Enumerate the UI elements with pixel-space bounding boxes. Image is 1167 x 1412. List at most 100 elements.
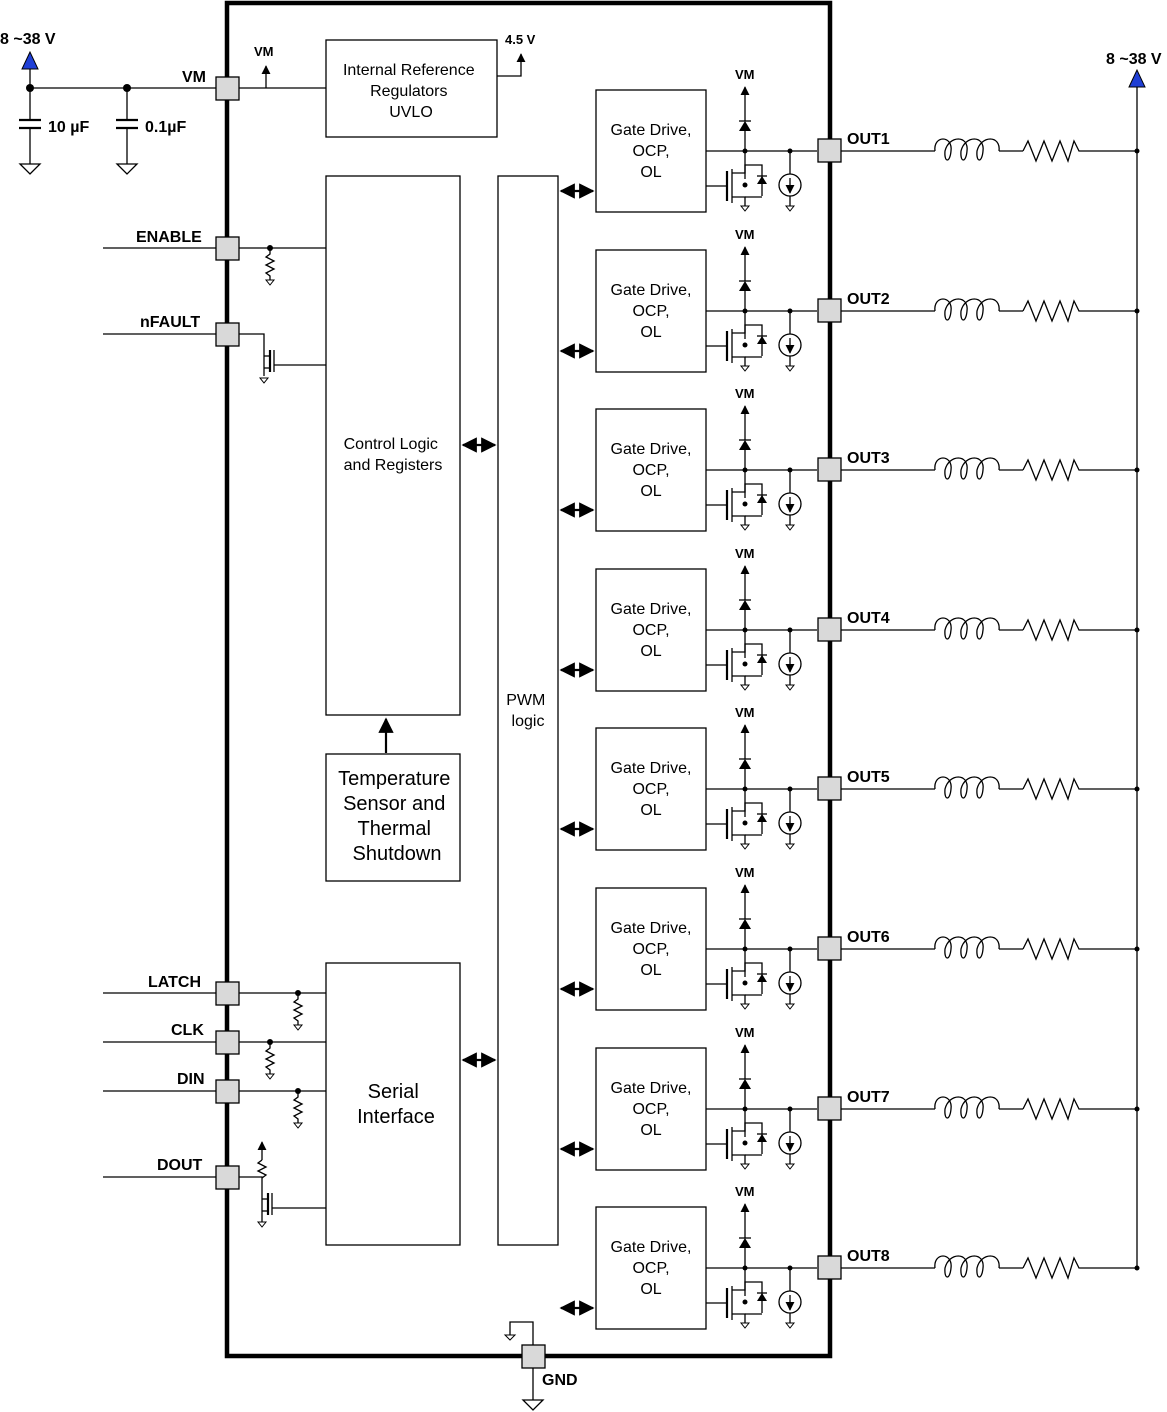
low-side-fet-icon bbox=[706, 1281, 767, 1329]
pin-dout-label: DOUT bbox=[157, 1157, 203, 1174]
low-side-fet-icon bbox=[706, 164, 767, 212]
pin-out[interactable] bbox=[817, 138, 842, 163]
channel-vm-label: VM bbox=[735, 546, 755, 561]
temperature-block bbox=[325, 753, 461, 882]
current-source-icon bbox=[778, 1109, 802, 1170]
pin-out-label: OUT7 bbox=[847, 1089, 890, 1106]
serial-interface-block bbox=[325, 962, 461, 1246]
inductor-icon bbox=[934, 1255, 1000, 1278]
reg-out-label: 4.5 V bbox=[505, 32, 536, 47]
pin-nfault[interactable] bbox=[215, 322, 240, 347]
gate-drive-text: Gate Drive,OCP,OL bbox=[611, 1239, 692, 1298]
internal-vm-label: VM bbox=[254, 44, 274, 59]
pin-out-label: OUT8 bbox=[847, 1248, 890, 1265]
inductor-icon bbox=[934, 298, 1000, 321]
supply-voltage-right: 8 ~38 V bbox=[1106, 51, 1162, 68]
low-side-fet-icon bbox=[706, 962, 767, 1010]
current-source-icon bbox=[778, 789, 802, 850]
load-resistor-icon bbox=[1022, 777, 1137, 801]
load-resistor-icon bbox=[1022, 139, 1137, 163]
load-resistor-icon bbox=[1022, 458, 1137, 482]
supply-arrow-right bbox=[1128, 68, 1146, 88]
pin-out[interactable] bbox=[817, 457, 842, 482]
pin-din[interactable] bbox=[215, 1079, 240, 1104]
gate-drive-block bbox=[595, 887, 707, 1011]
gate-drive-block bbox=[595, 568, 707, 692]
ground-icon bbox=[115, 163, 139, 175]
pin-vm bbox=[215, 76, 240, 101]
pin-out[interactable] bbox=[817, 776, 842, 801]
low-side-fet-icon bbox=[706, 483, 767, 531]
pin-out[interactable] bbox=[817, 1255, 842, 1280]
current-source-icon bbox=[778, 470, 802, 531]
gate-drive-block bbox=[595, 249, 707, 373]
cap2-label: 0.1µF bbox=[145, 119, 186, 136]
pin-latch[interactable] bbox=[215, 981, 240, 1006]
pin-out[interactable] bbox=[817, 298, 842, 323]
pin-latch-label: LATCH bbox=[148, 974, 201, 991]
low-side-fet-icon bbox=[706, 1122, 767, 1170]
gate-drive-text: Gate Drive,OCP,OL bbox=[611, 760, 692, 819]
pin-din-label: DIN bbox=[177, 1071, 205, 1088]
ground-icon bbox=[18, 163, 42, 175]
reference-text: Internal Reference Regulators UVLO bbox=[343, 62, 479, 121]
control-logic-text: Control Logic and Registers bbox=[344, 436, 443, 474]
capacitor-0-1uf bbox=[115, 88, 139, 175]
pin-enable-label: ENABLE bbox=[136, 229, 202, 246]
pwm-logic-text: PWM logic bbox=[506, 692, 550, 730]
gate-drive-text: Gate Drive,OCP,OL bbox=[611, 282, 692, 341]
channel-vm-label: VM bbox=[735, 705, 755, 720]
current-source-icon bbox=[778, 311, 802, 372]
pin-out-label: OUT2 bbox=[847, 291, 890, 308]
gate-drive-text: Gate Drive,OCP,OL bbox=[611, 601, 692, 660]
supply-voltage-left: 8 ~38 V bbox=[0, 31, 56, 48]
gate-drive-text: Gate Drive,OCP,OL bbox=[611, 920, 692, 979]
pin-out[interactable] bbox=[817, 936, 842, 961]
output-channel: Gate Drive,OCP,OL VM OUT5 bbox=[559, 705, 1140, 851]
pin-gnd-label: GND bbox=[542, 1372, 578, 1389]
pin-out-label: OUT1 bbox=[847, 131, 890, 148]
temperature-text: Temperature Sensor and Thermal Shutdown bbox=[338, 768, 456, 865]
pin-out[interactable] bbox=[817, 617, 842, 642]
gate-drive-text: Gate Drive,OCP,OL bbox=[611, 1080, 692, 1139]
pin-clk[interactable] bbox=[215, 1030, 240, 1055]
load-resistor-icon bbox=[1022, 1097, 1137, 1121]
channel-vm-label: VM bbox=[735, 1184, 755, 1199]
pulldown-resistor-icon bbox=[292, 993, 304, 1031]
pin-out[interactable] bbox=[817, 1096, 842, 1121]
low-side-fet-icon bbox=[706, 802, 767, 850]
dout-driver-icon bbox=[239, 1141, 326, 1228]
output-channel: Gate Drive,OCP,OL VM OUT7 bbox=[559, 1025, 1140, 1171]
open-drain-fet-icon bbox=[239, 333, 326, 384]
reference-block bbox=[325, 39, 498, 138]
pin-nfault-label: nFAULT bbox=[140, 314, 200, 331]
pin-gnd bbox=[521, 1344, 546, 1369]
channel-vm-label: VM bbox=[735, 1025, 755, 1040]
load-resistor-icon bbox=[1022, 937, 1137, 961]
gate-drive-text: Gate Drive,OCP,OL bbox=[611, 441, 692, 500]
channel-vm-label: VM bbox=[735, 386, 755, 401]
inductor-icon bbox=[934, 138, 1000, 161]
gate-drive-block bbox=[595, 89, 707, 213]
pwm-logic-block bbox=[497, 175, 559, 1246]
pulldown-resistor-icon bbox=[264, 248, 276, 286]
pin-out-label: OUT4 bbox=[847, 610, 890, 627]
pin-dout[interactable] bbox=[215, 1165, 240, 1190]
ground-icon bbox=[521, 1399, 545, 1411]
pin-vm-label: VM bbox=[182, 69, 206, 86]
gate-drive-text: Gate Drive,OCP,OL bbox=[611, 122, 692, 181]
pin-enable[interactable] bbox=[215, 236, 240, 261]
gate-drive-block bbox=[595, 727, 707, 851]
control-logic-block bbox=[325, 175, 461, 716]
channel-vm-label: VM bbox=[735, 865, 755, 880]
pulldown-resistor-icon bbox=[292, 1091, 304, 1129]
pin-clk-label: CLK bbox=[171, 1022, 204, 1039]
supply-arrow-left bbox=[21, 50, 39, 70]
gate-drive-block bbox=[595, 1206, 707, 1330]
pin-out-label: OUT5 bbox=[847, 769, 890, 786]
